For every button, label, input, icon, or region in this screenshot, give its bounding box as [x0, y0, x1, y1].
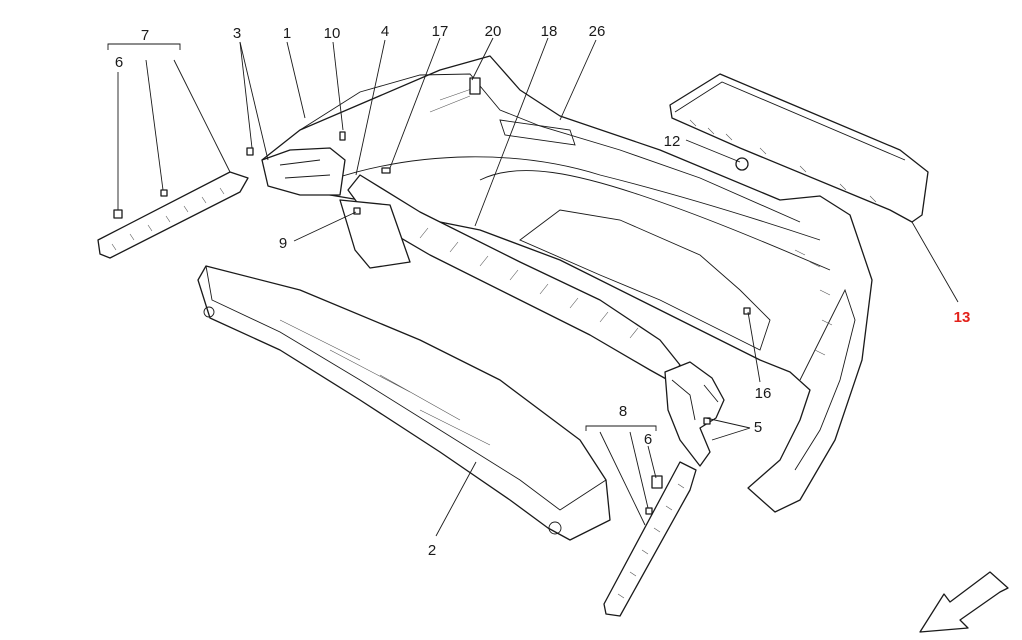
- nut-3: [246, 147, 254, 156]
- callout-3: 3: [233, 25, 241, 42]
- callout-9: 9: [279, 235, 287, 252]
- clip-16: [743, 307, 751, 315]
- callout-5: 5: [754, 419, 762, 436]
- callout-7: 7: [141, 27, 149, 44]
- clip-7: [160, 189, 168, 197]
- right-bracket[interactable]: [664, 361, 725, 467]
- upper-trim-panel[interactable]: [669, 73, 929, 223]
- clip-9: [353, 207, 361, 215]
- right-side-strip[interactable]: [603, 461, 697, 617]
- callout-20: 20: [485, 23, 502, 40]
- left-bracket[interactable]: [261, 147, 411, 269]
- callout-18: 18: [541, 23, 558, 40]
- callout-12: 12: [664, 133, 681, 150]
- callout-8: 8: [619, 403, 627, 420]
- callout-4: 4: [381, 23, 389, 40]
- callout-2: 2: [428, 542, 436, 559]
- callout-1: 1: [283, 25, 291, 42]
- callout-16: 16: [755, 385, 772, 402]
- leader-lines: [107, 37, 959, 537]
- label-20: [469, 77, 481, 95]
- callout-17: 17: [432, 23, 449, 40]
- direction-arrow-icon: [919, 571, 1009, 633]
- clip-6a: [113, 209, 123, 219]
- screw-10: [339, 131, 346, 141]
- callout-labels: 7 6 3 1 10 4 17 20 18 26 12 13 9 16 5 8 …: [115, 23, 971, 559]
- callout-10: 10: [324, 25, 341, 42]
- energy-absorber[interactable]: [197, 265, 611, 541]
- bumper-cover[interactable]: [261, 55, 873, 513]
- callout-26: 26: [589, 23, 606, 40]
- clip-8: [645, 507, 653, 515]
- screw-17: [381, 167, 391, 174]
- callout-13: 13: [954, 309, 971, 326]
- callout-6-right: 6: [644, 431, 652, 448]
- callout-6-left: 6: [115, 54, 123, 71]
- clip-6b: [651, 475, 663, 489]
- nut-12: [735, 157, 749, 171]
